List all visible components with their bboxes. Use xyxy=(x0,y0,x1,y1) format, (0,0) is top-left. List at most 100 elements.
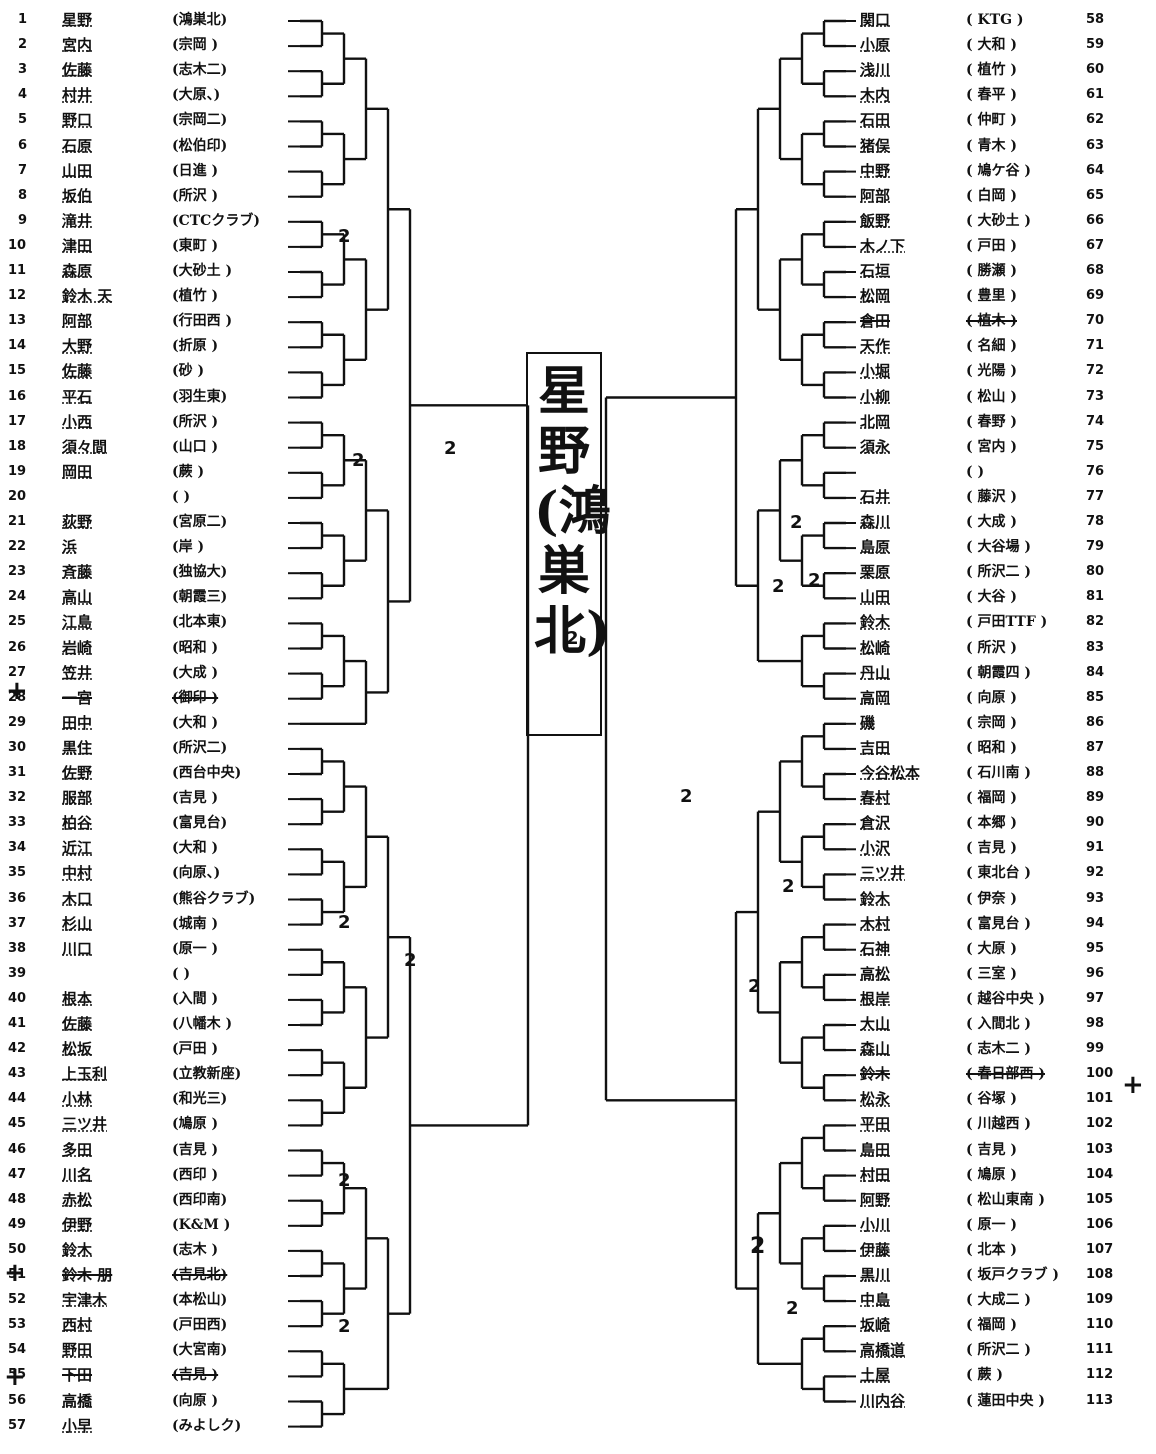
club-name: (入間 ) xyxy=(172,987,218,1011)
entry-number: 86 xyxy=(1086,711,1104,735)
player-name: 松崎 xyxy=(860,636,958,660)
score-mark: 2 xyxy=(750,1234,765,1259)
player-name: 斉藤 xyxy=(62,560,166,584)
entry-number: 8 xyxy=(18,184,27,208)
player-name: 中野 xyxy=(860,159,958,183)
club-name: (向原、) xyxy=(172,861,220,885)
entry-number: 23 xyxy=(8,560,26,584)
club-name: (大宮南) xyxy=(172,1338,227,1362)
club-name: ( 朝霞四 ) xyxy=(966,661,1031,685)
club-name: ( 大谷場 ) xyxy=(966,535,1031,559)
club-name: (大和 ) xyxy=(172,836,218,860)
player-name: 川口 xyxy=(62,937,166,961)
club-name: (宗岡二) xyxy=(172,108,227,132)
club-name: (行田西 ) xyxy=(172,309,232,333)
player-name: 飯野 xyxy=(860,209,958,233)
club-name: (CTCクラブ) xyxy=(172,209,260,233)
club-name: ( 白岡 ) xyxy=(966,184,1017,208)
player-name: 吉田 xyxy=(860,736,958,760)
entry-number: 65 xyxy=(1086,184,1104,208)
player-name: 石田 xyxy=(860,108,958,132)
champion-box: 星野(鴻巣北) xyxy=(526,352,602,736)
club-name: ( 大谷 ) xyxy=(966,585,1017,609)
club-name: (東町 ) xyxy=(172,234,218,258)
withdrawn-marker: + xyxy=(4,1258,26,1288)
club-name: ( ) xyxy=(172,962,190,986)
club-name: ( 川越西 ) xyxy=(966,1112,1031,1136)
entry-number: 109 xyxy=(1086,1288,1113,1312)
club-name: ( ) xyxy=(172,485,190,509)
club-name: ( 仲町 ) xyxy=(966,108,1017,132)
club-name: (西台中央) xyxy=(172,761,241,785)
entry-number: 80 xyxy=(1086,560,1104,584)
club-name: ( 東北台 ) xyxy=(966,861,1031,885)
entry-number: 1 xyxy=(18,8,27,32)
entry-number: 47 xyxy=(8,1163,26,1187)
withdrawn-marker: + xyxy=(6,676,28,706)
entry-number: 64 xyxy=(1086,159,1104,183)
entry-number: 88 xyxy=(1086,761,1104,785)
club-name: (本松山) xyxy=(172,1288,227,1312)
club-name: (所沢 ) xyxy=(172,184,218,208)
player-name: 倉沢 xyxy=(860,811,958,835)
entry-number: 44 xyxy=(8,1087,26,1111)
player-name: 荻野 xyxy=(62,510,166,534)
player-name: 小早 xyxy=(62,1414,166,1438)
entry-number: 24 xyxy=(8,585,26,609)
player-name: 磯 xyxy=(860,711,958,735)
club-name: ( 光陽 ) xyxy=(966,359,1017,383)
entry-number: 56 xyxy=(8,1389,26,1413)
score-mark: 2 xyxy=(680,786,693,807)
player-name: 春村 xyxy=(860,786,958,810)
entry-number: 112 xyxy=(1086,1363,1113,1387)
entry-number: 63 xyxy=(1086,134,1104,158)
entry-number: 102 xyxy=(1086,1112,1113,1136)
entry-number: 103 xyxy=(1086,1138,1113,1162)
player-name: 小川 xyxy=(860,1213,958,1237)
player-name: 松坂 xyxy=(62,1037,166,1061)
score-mark: 2 xyxy=(404,950,417,971)
club-name: (立教新座) xyxy=(172,1062,241,1086)
entry-number: 39 xyxy=(8,962,26,986)
player-name: 松岡 xyxy=(860,284,958,308)
entry-number: 105 xyxy=(1086,1188,1113,1212)
score-mark: 2 xyxy=(790,512,803,533)
player-name: 根本 xyxy=(62,987,166,1011)
score-mark: 2 xyxy=(352,450,365,471)
club-name: (蕨 ) xyxy=(172,460,204,484)
club-name: ( 三室 ) xyxy=(966,962,1017,986)
entry-number: 68 xyxy=(1086,259,1104,283)
club-name: ( 吉見 ) xyxy=(966,836,1017,860)
entry-number: 32 xyxy=(8,786,26,810)
club-name: (みよしク) xyxy=(172,1414,241,1438)
entry-number: 83 xyxy=(1086,636,1104,660)
club-name: (富見台) xyxy=(172,811,227,835)
player-name: 阿野 xyxy=(860,1188,958,1212)
entry-number: 30 xyxy=(8,736,26,760)
entry-number: 104 xyxy=(1086,1163,1113,1187)
club-name: ( 松山東南 ) xyxy=(966,1188,1045,1212)
player-name: 滝井 xyxy=(62,209,166,233)
club-name: ( 植木 ) xyxy=(966,309,1017,333)
entry-number: 10 xyxy=(8,234,26,258)
entry-number: 6 xyxy=(18,134,27,158)
club-name: (所沢二) xyxy=(172,736,227,760)
player-name: 北岡 xyxy=(860,410,958,434)
club-name: ( 吉見 ) xyxy=(966,1138,1017,1162)
player-name: 木ノ下 xyxy=(860,234,958,258)
player-name: 宇津木 xyxy=(62,1288,166,1312)
player-name: 小沢 xyxy=(860,836,958,860)
entry-number: 11 xyxy=(8,259,26,283)
entry-number: 29 xyxy=(8,711,26,735)
club-name: ( 名細 ) xyxy=(966,334,1017,358)
player-name: 柏谷 xyxy=(62,811,166,835)
entry-number: 67 xyxy=(1086,234,1104,258)
entry-number: 16 xyxy=(8,385,26,409)
entry-number: 54 xyxy=(8,1338,26,1362)
entry-number: 69 xyxy=(1086,284,1104,308)
entry-number: 36 xyxy=(8,887,26,911)
player-name: 高山 xyxy=(62,585,166,609)
entry-number: 18 xyxy=(8,435,26,459)
club-name: (向原 ) xyxy=(172,1389,218,1413)
club-name: (熊谷クラブ) xyxy=(172,887,255,911)
